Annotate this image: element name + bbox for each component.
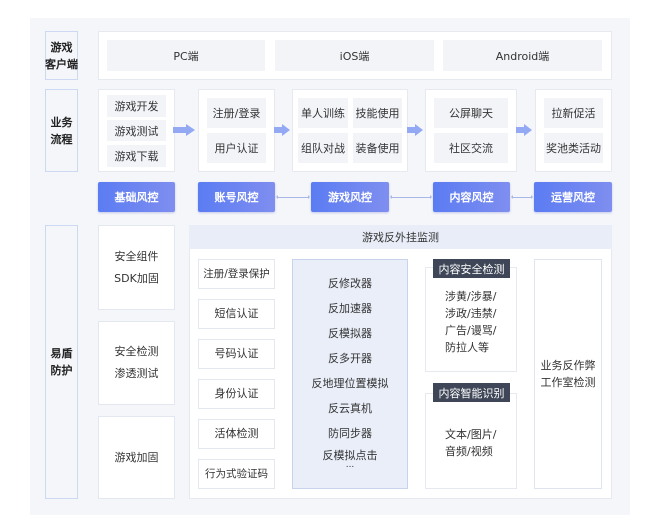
anti-cheat-item: 反加速器 [328,302,372,315]
anti-cheat-item: 反模拟器 [328,327,372,340]
stage-item: 用户认证 [207,133,266,163]
content-security-line: 防拉人等 [445,341,489,354]
protect-sdk: 安全组件 SDK加固 [98,225,175,310]
risk-basic: 基础风控 [98,182,175,212]
account-protect-item: 注册/登录保护 [198,259,275,289]
arrow-right-icon [274,124,290,136]
stage-item: 组队对战 [298,133,348,163]
bidirectional-connector [276,195,310,199]
platform-ios: iOS端 [275,40,434,71]
platform-pc: PC端 [107,40,265,71]
account-protect-item: 号码认证 [198,339,275,369]
arrow-right-icon [407,124,423,136]
account-protect-item: 行为式验证码 [198,459,275,489]
content-ai-line: 文本/图片/ [445,428,497,441]
stage-item: 注册/登录 [207,98,266,128]
anti-cheat-title: 游戏反外挂监测 [189,225,612,249]
content-security-line: 涉政/违禁/ [445,307,497,320]
account-protect-item: 身份认证 [198,379,275,409]
arrow-right-icon [173,124,195,136]
arrow-right-icon [516,124,532,136]
risk-account: 账号风控 [198,182,275,212]
risk-ops: 运营风控 [534,182,612,212]
content-ai-tag: 内容智能识别 [433,383,510,402]
stage-item: 游戏开发 [107,95,166,117]
content-security-box [425,267,517,372]
content-ai-line: 音频/视频 [445,445,493,458]
stage-item: 拉新促活 [544,98,603,128]
stage-item: 奖池类活动 [544,133,603,163]
content-security-line: 涉黄/涉暴/ [445,290,497,303]
platform-android: Android端 [443,40,602,71]
row-label-business: 业务 流程 [45,89,78,172]
content-security-line: 广告/谩骂/ [445,324,497,337]
anti-cheat-item: 反模拟点击 [322,449,378,462]
stage-item: 单人训练 [298,98,348,128]
protect-game-hardening: 游戏加固 [98,416,175,499]
account-protect-item: 短信认证 [198,299,275,329]
stage-item: 游戏下载 [107,145,166,167]
risk-game: 游戏风控 [311,182,389,212]
anti-cheat-more: ... [345,460,355,470]
stage-item: 装备使用 [353,133,402,163]
stage-item: 社区交流 [434,133,508,163]
stage-item: 公屏聊天 [434,98,508,128]
stage-item: 技能使用 [353,98,402,128]
anti-cheat-item: 反修改器 [328,277,372,290]
anti-cheat-item: 反多开器 [328,352,372,365]
row-label-client: 游戏 客户端 [45,31,78,80]
row-label-protect: 易盾 防护 [45,225,78,499]
anti-cheat-item: 反云真机 [328,402,372,415]
account-protect-item: 活体检测 [198,419,275,449]
bidirectional-connector [390,195,432,199]
risk-content: 内容风控 [433,182,510,212]
anti-cheat-item: 防同步器 [328,427,372,440]
anti-cheat-list [292,259,408,489]
protect-pentest: 安全检测 渗透测试 [98,321,175,405]
anti-cheat-item: 反地理位置模拟 [311,377,389,390]
stage-item: 游戏测试 [107,120,166,141]
studio-detection: 业务反作弊 工作室检测 [534,259,602,489]
bidirectional-connector [511,195,533,199]
content-security-tag: 内容安全检测 [433,259,510,278]
